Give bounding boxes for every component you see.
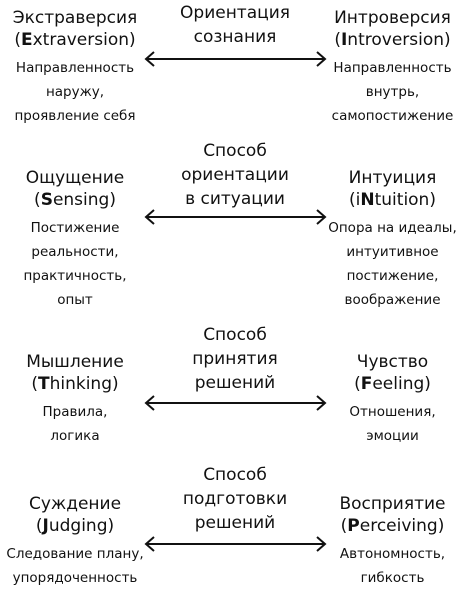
pole-letter: P [347, 516, 360, 536]
pole-introversion: Интроверсия (Introversion) Направленност… [320, 7, 465, 128]
pole-letter: S [40, 190, 53, 210]
pole-description: Отношения, эмоции [349, 404, 436, 444]
pole-title: Экстраверсия [12, 8, 138, 28]
pole-letter: N [360, 190, 375, 210]
pole-description: Направленность внутрь, самопостижение [331, 60, 454, 124]
pole-sensing: Ощущение (Sensing) Постижение реальности… [0, 167, 150, 312]
pole-title: Чувство [356, 352, 429, 372]
axis-caption: Способ принятия решений [192, 325, 278, 393]
pole-perceiving: Восприятие (Perceiving) Автономность, ги… [320, 493, 465, 590]
axis-caption: Способ подготовки решений [182, 465, 288, 533]
double-arrow-icon [144, 536, 327, 552]
dichotomy-judging-perceiving: Суждение (Judging) Следование плану, упо… [0, 460, 465, 596]
pole-title: Интроверсия [334, 8, 451, 28]
dichotomy-sensing-intuition: Ощущение (Sensing) Постижение реальности… [0, 140, 465, 310]
axis-caption: Ориентация сознания [180, 3, 290, 47]
pole-judging: Суждение (Judging) Следование плану, упо… [0, 493, 150, 590]
double-arrow-icon [144, 395, 327, 411]
pole-code: (Feeling) [354, 374, 431, 394]
dichotomy-thinking-feeling: Мышление (Thinking) Правила, логика Спос… [0, 320, 465, 450]
double-arrow-icon [144, 209, 327, 225]
pole-description: Опора на идеалы, интуитивное постижение,… [328, 220, 457, 308]
pole-code: (Introversion) [334, 30, 451, 50]
pole-code: (Extraversion) [14, 30, 136, 50]
pole-letter: J [42, 516, 49, 536]
pole-title: Интуиция [348, 168, 437, 188]
pole-feeling: Чувство (Feeling) Отношения, эмоции [320, 351, 465, 448]
pole-description: Правила, логика [42, 404, 108, 444]
pole-title: Восприятие [339, 494, 446, 514]
dichotomy-extraversion-introversion: Экстраверсия (Extraversion) Направленнос… [0, 0, 465, 140]
pole-code: (Perceiving) [340, 516, 445, 536]
pole-description: Следование плану, упорядоченность [6, 546, 144, 586]
pole-title: Ощущение [25, 168, 125, 188]
pole-letter: T [37, 374, 50, 394]
double-arrow-icon [144, 51, 327, 67]
pole-intuition: Интуиция (iNtuition) Опора на идеалы, ин… [320, 167, 465, 312]
pole-description: Автономность, гибкость [339, 546, 446, 586]
pole-description: Постижение реальности, практичность, опы… [23, 220, 127, 308]
pole-code: (Judging) [35, 516, 115, 536]
pole-description: Направленность наружу, проявление себя [14, 60, 136, 124]
pole-letter: F [360, 374, 373, 394]
pole-code: (Thinking) [31, 374, 119, 394]
axis-caption: Способ ориентации в ситуации [181, 141, 289, 209]
pole-code: (Sensing) [34, 190, 116, 210]
pole-letter: E [20, 30, 33, 50]
pole-extraversion: Экстраверсия (Extraversion) Направленнос… [0, 7, 150, 128]
pole-title: Мышление [26, 352, 124, 372]
pole-letter: I [340, 30, 348, 50]
pole-title: Суждение [28, 494, 122, 514]
pole-thinking: Мышление (Thinking) Правила, логика [0, 351, 150, 448]
pole-code: (iNtuition) [349, 190, 436, 210]
